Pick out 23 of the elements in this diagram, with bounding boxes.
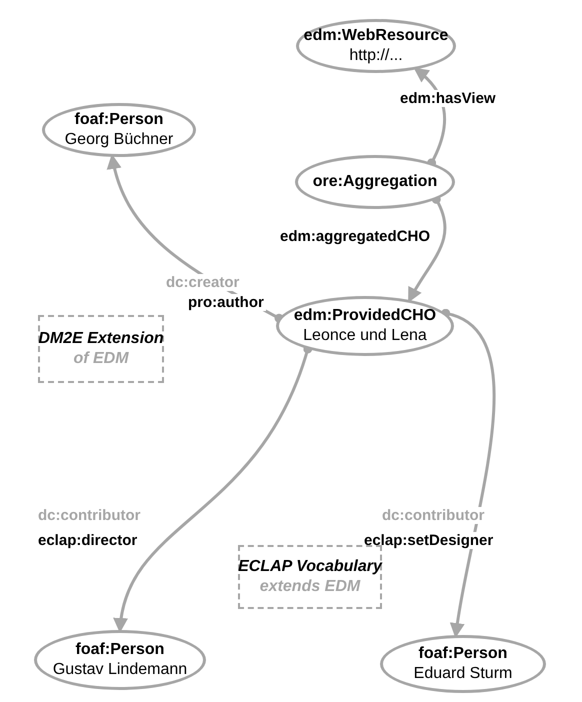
node-type: foaf:Person xyxy=(74,110,164,130)
note-title: ECLAP Vocabulary xyxy=(238,557,382,577)
node-type: foaf:Person xyxy=(76,640,164,660)
note-box xyxy=(38,315,164,383)
node-type: edm:WebResource xyxy=(304,26,448,46)
edge-label: eclap:director xyxy=(36,532,140,549)
node-type: ore:Aggregation xyxy=(312,172,438,192)
edge-label: eclap:setDesigner xyxy=(362,532,496,549)
property-note: dc:creator xyxy=(164,274,242,291)
note-title: DM2E Extension xyxy=(38,329,164,349)
edge-label: pro:author xyxy=(186,294,266,311)
node-value: http://... xyxy=(349,46,403,66)
node-value: Leonce und Lena xyxy=(303,326,427,346)
edge-label: edm:aggregatedCHO xyxy=(278,228,432,245)
edge-label: edm:hasView xyxy=(398,90,498,107)
note-text: of EDM xyxy=(73,349,129,369)
node-value: Gustav Lindemann xyxy=(52,660,188,680)
property-note: dc:contributor xyxy=(380,507,486,524)
node-value: Eduard Sturm xyxy=(414,664,512,684)
node-type: foaf:Person xyxy=(418,644,508,664)
node-type: edm:ProvidedCHO xyxy=(294,306,436,326)
note-text: extends EDM xyxy=(260,577,360,597)
node-value: Georg Büchner xyxy=(64,130,174,150)
